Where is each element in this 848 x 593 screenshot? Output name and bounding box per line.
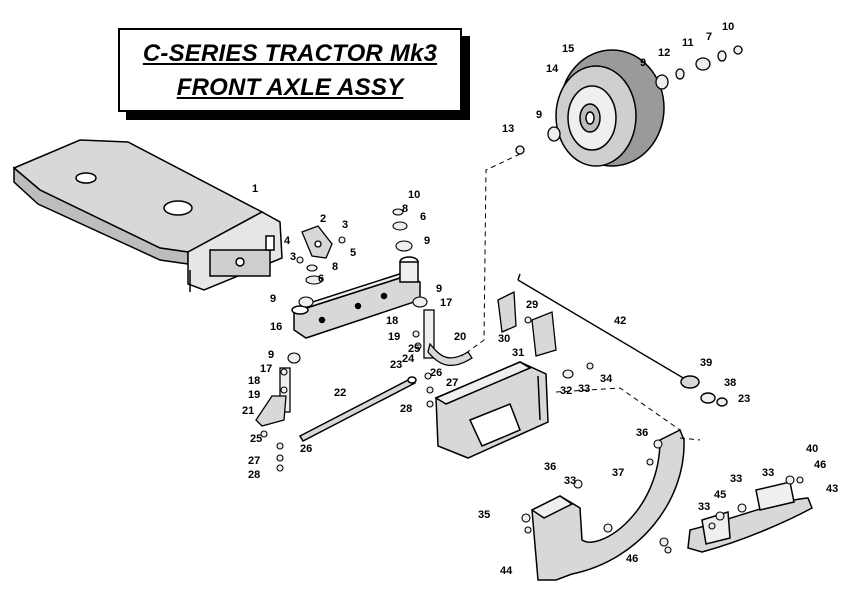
callout-label: 36 [544, 461, 556, 473]
callout-label: 16 [270, 321, 282, 333]
callout-label: 3 [342, 219, 348, 231]
wheel-tyre [555, 49, 665, 167]
callout-label: 6 [420, 211, 426, 223]
callout-label: 42 [614, 315, 626, 327]
callout-label: 8 [332, 261, 338, 273]
callout-label: 40 [806, 443, 818, 455]
callout-label: 33 [698, 501, 710, 513]
callout-label: 38 [724, 377, 736, 389]
callout-label: 9 [536, 109, 542, 121]
callout-label: 12 [658, 47, 670, 59]
callout-label: 20 [454, 331, 466, 343]
callout-label: 46 [626, 553, 638, 565]
callout-label: 11 [682, 37, 694, 49]
dashed-leaders [461, 153, 701, 441]
callout-label: 2 [320, 213, 326, 225]
callout-label: 15 [562, 43, 574, 55]
callout-label: 9 [268, 349, 274, 361]
callout-label: 35 [478, 509, 490, 521]
callout-label: 36 [636, 427, 648, 439]
callout-label: 28 [400, 403, 412, 415]
callout-label: 27 [446, 377, 458, 389]
steering-rod [517, 273, 728, 407]
chassis-frame [12, 139, 283, 292]
callout-label: 28 [248, 469, 260, 481]
callout-label: 23 [390, 359, 402, 371]
left-spindle [255, 367, 291, 427]
callout-label: 33 [564, 475, 576, 487]
callout-label: 25 [408, 343, 420, 355]
callout-label: 3 [290, 251, 296, 263]
callout-label: 4 [284, 235, 291, 247]
callout-label: 43 [826, 483, 838, 495]
callout-label: 5 [350, 247, 356, 259]
callout-label: 32 [560, 385, 572, 397]
callout-label: 7 [706, 31, 712, 43]
callout-label: 10 [722, 21, 734, 33]
callout-label: 8 [402, 203, 408, 215]
pivot-bracket [301, 225, 333, 259]
callout-label: 30 [498, 333, 510, 345]
callout-label: 39 [700, 357, 712, 369]
callout-label: 14 [546, 63, 559, 75]
callout-label: 18 [248, 375, 260, 387]
callout-label: 9 [436, 283, 442, 295]
callout-label: 13 [502, 123, 514, 135]
fasteners [260, 208, 804, 554]
callout-label: 17 [260, 363, 272, 375]
callout-label: 17 [440, 297, 452, 309]
callout-label: 1 [252, 183, 258, 195]
front-bracket [434, 361, 549, 459]
title-line-2: FRONT AXLE ASSY [176, 74, 404, 101]
callout-label: 45 [714, 489, 726, 501]
callout-label: 24 [402, 353, 415, 365]
callout-label: 46 [814, 459, 826, 471]
callout-label: 9 [424, 235, 430, 247]
wheel-washers [515, 45, 743, 155]
callout-label: 22 [334, 387, 346, 399]
callout-label: 9 [640, 57, 646, 69]
callout-label: 26 [300, 443, 312, 455]
front-grille-bracket [687, 481, 813, 553]
callout-label: 34 [600, 373, 613, 385]
callout-label: 6 [318, 273, 324, 285]
steering-bracket [497, 290, 557, 357]
callout-label: 33 [730, 473, 742, 485]
callout-label: 26 [430, 367, 442, 379]
right-spindle [423, 309, 473, 367]
callout-label: 33 [762, 467, 774, 479]
callout-label: 23 [738, 393, 750, 405]
callout-label: 18 [386, 315, 398, 327]
callout-label: 37 [612, 467, 624, 479]
callout-label: 19 [248, 389, 260, 401]
callout-label: 27 [248, 455, 260, 467]
callout-label: 19 [388, 331, 400, 343]
lower-plate [530, 428, 685, 581]
title-box: C-SERIES TRACTOR Mk3 FRONT AXLE ASSY [118, 28, 462, 112]
callout-label: 33 [578, 383, 590, 395]
callout-label: 44 [500, 565, 513, 577]
title-line-1: C-SERIES TRACTOR Mk3 [142, 40, 438, 67]
tie-rod [298, 376, 417, 442]
callout-label: 29 [526, 299, 538, 311]
callout-label: 31 [512, 347, 524, 359]
callout-label: 10 [408, 189, 420, 201]
callout-label: 21 [242, 405, 254, 417]
callout-label: 25 [250, 433, 262, 445]
callout-label: 9 [270, 293, 276, 305]
